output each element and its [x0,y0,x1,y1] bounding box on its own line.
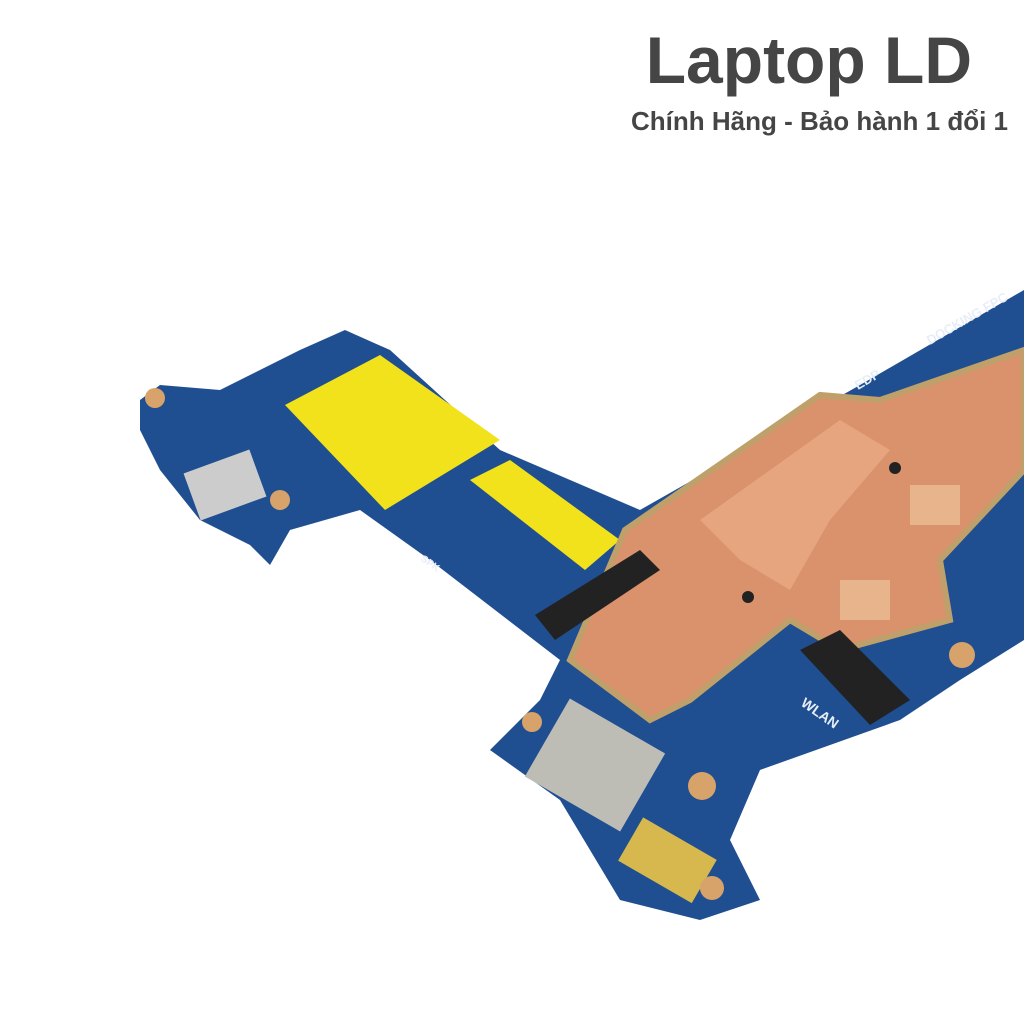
mount-hole [949,642,975,668]
mount-hole [700,876,724,900]
usb-port [183,449,267,521]
screw-hole [889,462,901,474]
label-sticker [285,355,500,510]
mount-hole [145,388,165,408]
copper-pad [910,485,960,525]
mount-hole [522,712,542,732]
mount-hole [688,772,716,800]
mount-hole [270,490,290,510]
copper-pad-2 [840,580,890,620]
screw-hole-2 [742,591,754,603]
label-sticker-2 [470,460,620,570]
brand-subtitle: Chính Hãng - Bảo hành 1 đổi 1 [631,106,1008,136]
m2-connector [535,550,660,640]
wlan-connector [800,630,910,725]
audio-jack [618,817,717,904]
heat-spreader-raised [700,420,890,590]
metal-shield [524,698,666,832]
brand-title: Laptop LD [645,23,972,97]
